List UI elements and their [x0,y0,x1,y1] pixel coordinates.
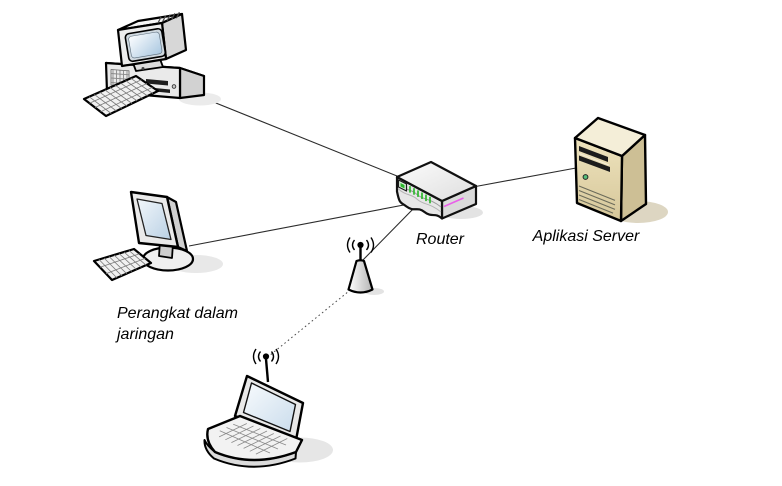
server-drive-bay [579,155,610,172]
signal-waves-icon [346,237,375,253]
link-router-antenna [360,206,416,263]
connection-lines [188,94,577,357]
router-icon [395,160,483,220]
link-router-server [472,167,577,188]
router-accent-stripe [443,197,464,208]
desktop-computer-icon [82,11,221,118]
server-label: Aplikasi Server [532,228,640,245]
link-client-router [188,203,410,247]
laptop-screen [242,382,297,433]
crt-screen [124,27,167,63]
signal-waves-icon [252,348,280,365]
client-keyboard-keys [98,250,147,279]
server-vents [578,185,616,214]
server-icon [573,116,668,223]
server-power-led [582,174,589,180]
link-desktop-router [195,94,403,179]
crt-vents [157,11,180,24]
client-label-line2: jaringan [117,326,174,343]
server-drive-bay [579,146,608,162]
client-workstation-label: Perangkat dalam jaringan [117,303,238,345]
lcd-screen [136,198,172,241]
link-antenna-laptop-wireless [268,286,355,357]
client-workstation-icon [92,190,223,282]
laptop-keyboard-keys [218,423,288,455]
laptop-icon [203,348,333,468]
desktop-keyboard-keys [88,77,154,114]
router-label: Router [415,231,465,248]
client-label-line1: Perangkat dalam [117,305,238,322]
antenna-icon [346,237,384,295]
